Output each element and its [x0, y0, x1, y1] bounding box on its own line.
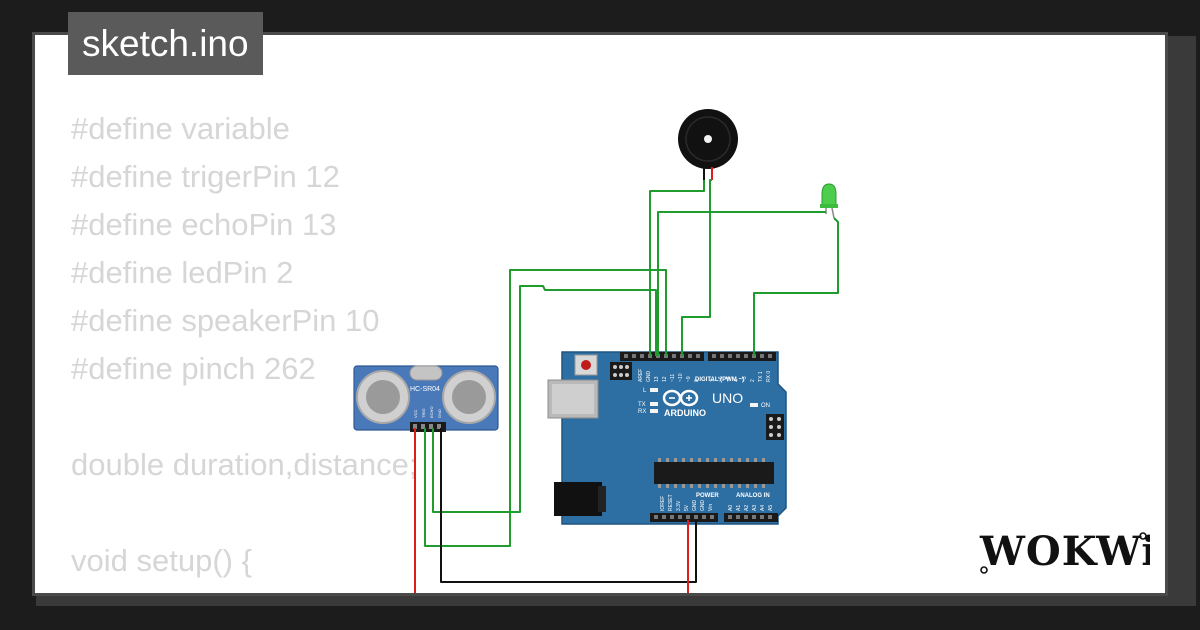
pin-label: GND — [437, 409, 442, 418]
pin-label: A4 — [760, 505, 766, 511]
pin-label: GND — [692, 500, 698, 512]
pin-label: 8 — [694, 379, 700, 382]
pin-label: RESET — [668, 494, 674, 511]
pin-label: ECHO — [429, 406, 434, 418]
wire-buzzer-gnd — [649, 180, 705, 356]
pin-label: 13 — [654, 376, 660, 382]
pin-label: 5V — [684, 504, 690, 511]
wire-echo — [432, 285, 657, 513]
power-pin-labels: IOREF RESET 3.3V 5V GND GND Vin A0 A1 A2… — [660, 494, 774, 511]
pin-label: ~5 — [726, 376, 732, 382]
pin-label: TRIG — [421, 408, 426, 418]
pin-label: A1 — [736, 505, 742, 511]
pin-label: GND — [646, 371, 652, 383]
code-line: #define trigerPin 12 — [71, 159, 340, 194]
code-listing: #define variable #define trigerPin 12 #d… — [71, 105, 497, 593]
led-tx-label: TX — [638, 402, 646, 408]
buzzer[interactable] — [678, 109, 738, 180]
wire-buzzer-signal — [681, 179, 712, 356]
code-line: #define echoPin 13 — [71, 207, 337, 242]
preview-card: #define variable #define trigerPin 12 #d… — [32, 32, 1168, 596]
analog-label: ANALOG IN — [736, 493, 770, 499]
pin-label: A3 — [752, 505, 758, 511]
digital-pin-labels: AREF GND 13 12 ~11 ~10 ~9 8 7 ~6 ~5 4 ~3… — [638, 369, 772, 382]
wires — [414, 179, 839, 593]
pin-label: Vin — [708, 504, 714, 511]
power-jack — [554, 482, 602, 516]
pin-label: ~10 — [678, 373, 684, 382]
code-line: double duration,distance; — [71, 447, 418, 482]
pin-label: A2 — [744, 505, 750, 511]
pin-label: GND — [700, 500, 706, 512]
pin-label: 12 — [662, 376, 668, 382]
board-model: UNO — [712, 390, 743, 406]
green-led[interactable] — [820, 183, 838, 219]
pin-label: ~3 — [742, 376, 748, 382]
arduino-logo-icon — [662, 389, 699, 407]
wokwi-logo-text: WOKWi — [979, 528, 1150, 575]
sensor-pin-labels: VCC TRIG ECHO GND — [413, 406, 442, 418]
power-label: POWER — [696, 493, 719, 499]
led-on-label: ON — [761, 403, 770, 409]
code-line: void setup() { — [71, 543, 252, 578]
wire-led-anode — [753, 217, 839, 356]
sensor-model-label: HC-SR04 — [410, 386, 440, 393]
sensor-crystal — [409, 365, 443, 381]
pin-label: RX 0 — [766, 371, 772, 382]
file-tab[interactable]: sketch.ino — [68, 12, 263, 75]
code-line: #define variable — [71, 111, 290, 146]
pin-label: A5 — [768, 505, 774, 511]
pin-label: 3.3V — [676, 500, 682, 511]
wire-trig — [424, 269, 667, 547]
status-leds — [650, 388, 758, 413]
icsp-header-small — [610, 362, 632, 380]
pin-label: 2 — [750, 379, 756, 382]
pin-label: A0 — [728, 505, 734, 511]
atmega-chip — [654, 458, 774, 488]
pin-label: ~9 — [686, 376, 692, 382]
wokwi-logo: WOKWi — [979, 528, 1150, 575]
pin-label: AREF — [638, 369, 644, 382]
code-line: #define pinch 262 — [71, 351, 316, 386]
wire-led-cathode — [657, 211, 826, 356]
led-rx-label: RX — [638, 409, 646, 415]
code-line: pinMode(trigerPin, OUTPUT); — [71, 585, 496, 593]
led-l-label: L — [643, 388, 647, 394]
arduino-uno-board[interactable]: AREF GND 13 12 ~11 ~10 ~9 8 7 ~6 ~5 4 ~3… — [547, 351, 787, 525]
pin-label: TX 1 — [758, 371, 764, 382]
pin-label: 7 — [710, 379, 716, 382]
sensor-pin-header — [410, 422, 446, 432]
power-analog-headers — [650, 513, 778, 522]
ultrasonic-sensor[interactable]: HC-SR04 VCC TRIG ECHO GND — [353, 365, 499, 432]
file-tab-label: sketch.ino — [82, 23, 249, 64]
digital-header — [620, 352, 776, 361]
pin-label: ~11 — [670, 374, 676, 382]
icsp-header-right — [766, 414, 784, 440]
pin-label: VCC — [413, 409, 418, 418]
code-line: #define ledPin 2 — [71, 255, 294, 290]
pin-label: IOREF — [660, 496, 666, 511]
arduino-brand: ARDUINO — [664, 408, 706, 418]
pin-label: 4 — [734, 379, 740, 382]
pin-label: ~6 — [718, 376, 724, 382]
wire-gnd-black — [440, 428, 697, 583]
digital-label: DIGITAL (PWM ~) — [695, 377, 744, 383]
code-line: #define speakerPin 10 — [71, 303, 380, 338]
